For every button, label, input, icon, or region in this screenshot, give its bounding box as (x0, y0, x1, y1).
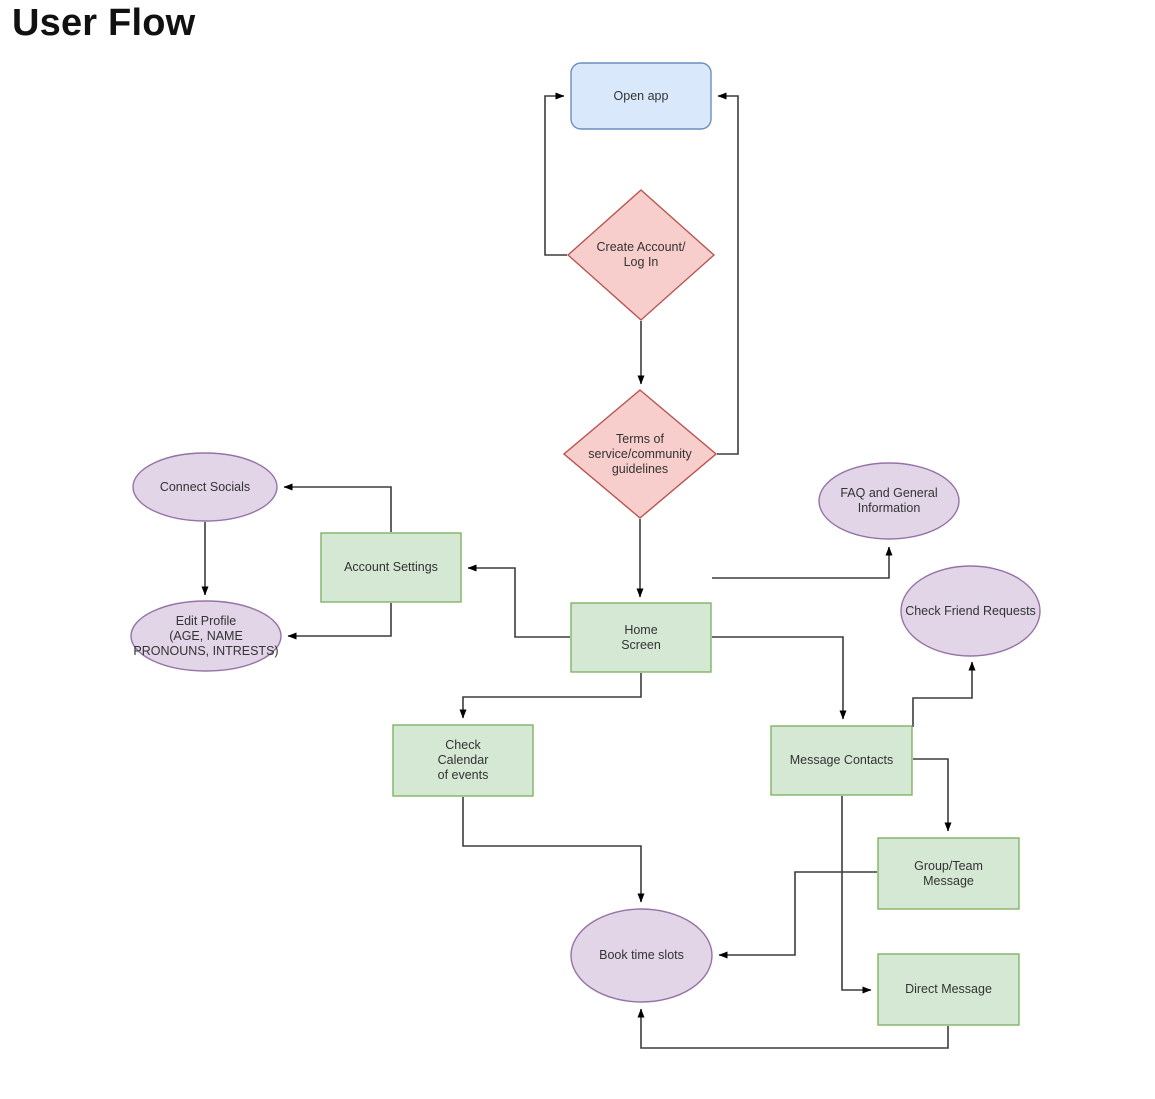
edge-home-screen-to-message-contacts (712, 636, 847, 720)
node-label-message-contacts: Message Contacts (789, 753, 894, 767)
ellipse-shape (900, 565, 1041, 657)
edge-home-screen-to-account-settings (467, 564, 570, 638)
rect-shape (392, 724, 534, 797)
edge-group-team-message-to-book-time-slots (718, 871, 877, 959)
node-label-create-account-login: Create Account/Log In (596, 240, 686, 269)
edge-check-calendar-to-book-time-slots (462, 797, 645, 903)
edge-home-screen-to-check-calendar (459, 673, 642, 719)
rect-shape (770, 725, 913, 796)
node-account-settings: Account Settings (320, 532, 462, 603)
edge-account-settings-to-connect-socials (283, 483, 392, 532)
ellipse-shape (132, 452, 278, 522)
node-connect-socials: Connect Socials (132, 452, 278, 522)
rect-shape (877, 837, 1020, 910)
node-message-contacts: Message Contacts (770, 725, 913, 796)
node-label-book-time-slots: Book time slots (599, 948, 684, 962)
edge-home-screen-to-faq-general-info (712, 546, 893, 579)
node-label-direct-message: Direct Message (905, 982, 992, 996)
ellipse-shape (570, 908, 713, 1003)
rect-shape (320, 532, 462, 603)
ellipse-shape (818, 462, 960, 540)
edge-message-contacts-to-direct-message (841, 796, 872, 994)
edge-message-contacts-to-group-team-message (913, 758, 952, 832)
edge-message-contacts-to-check-friend-requests (912, 661, 976, 727)
node-label-open-app: Open app (613, 88, 669, 103)
node-label-connect-socials: Connect Socials (159, 479, 251, 494)
diamond-shape (563, 389, 717, 519)
node-direct-message: Direct Message (877, 953, 1020, 1026)
edge-account-settings-to-edit-profile (287, 603, 392, 640)
node-label-check-friend-requests: Check Friend Requests (905, 603, 1036, 618)
rect-shape (877, 953, 1020, 1026)
edge-direct-message-to-book-time-slots (637, 1008, 949, 1049)
page-title: User Flow (12, 2, 196, 44)
node-check-friend-requests: Check Friend Requests (900, 565, 1041, 657)
rect-shape (570, 602, 712, 673)
node-open-app: Open app (570, 62, 712, 130)
ellipse-shape (130, 600, 282, 672)
node-label-account-settings: Account Settings (344, 560, 438, 574)
diamond-shape (567, 189, 715, 321)
rounded-rect-shape (570, 62, 712, 130)
edge-create-account-login-to-open-app (544, 92, 567, 256)
node-book-time-slots: Book time slots (570, 908, 713, 1003)
node-create-account-login: Create Account/Log In (567, 189, 715, 321)
edge-terms-of-service-to-open-app (717, 92, 739, 455)
